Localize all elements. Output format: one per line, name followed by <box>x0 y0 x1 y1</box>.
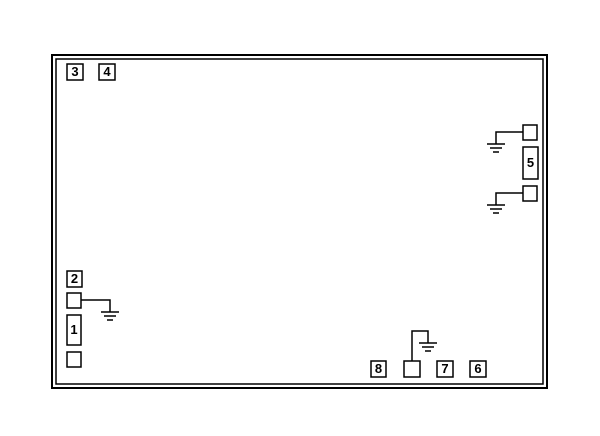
pin-5-label: 5 <box>527 155 534 170</box>
left-ground-wire <box>81 299 111 312</box>
right-lower-ground-icon <box>487 204 505 214</box>
pin-8-pad <box>370 360 387 378</box>
right-upper-ground-icon <box>487 143 505 153</box>
right-lower-pad <box>522 185 538 202</box>
pin-4: 4 <box>98 63 116 81</box>
pin-7-pad <box>436 360 454 378</box>
pin-6: 6 <box>469 360 487 378</box>
pin-7-label: 7 <box>441 361 448 376</box>
pin-2: 2 <box>66 270 83 288</box>
pin-8: 8 <box>370 360 387 378</box>
pin-6-pad <box>469 360 487 378</box>
pin-5: 5 <box>522 146 539 180</box>
pin-2-label: 2 <box>71 271 78 286</box>
right-upper-pad <box>522 124 538 141</box>
left-upper-pad <box>66 292 82 309</box>
left-lower-pad <box>66 351 82 368</box>
pin-3: 3 <box>66 63 84 81</box>
pin-5-pad <box>522 146 539 180</box>
pin-7: 7 <box>436 360 454 378</box>
pin-2-pad <box>66 270 83 288</box>
pin-6-label: 6 <box>474 361 481 376</box>
pin-3-pad <box>66 63 84 81</box>
pin-4-label: 4 <box>103 64 111 79</box>
pin-1: 1 <box>66 314 82 346</box>
left-ground-icon <box>101 311 119 321</box>
pin-4-pad <box>98 63 116 81</box>
right-upper-ground-wire <box>495 131 523 144</box>
package-inner-border <box>55 58 544 385</box>
right-lower-ground-wire <box>495 192 523 205</box>
pin-1-pad <box>66 314 82 346</box>
pin-3-label: 3 <box>71 64 78 79</box>
pin-1-label: 1 <box>70 322 77 337</box>
pin-8-label: 8 <box>375 361 382 376</box>
bottom-ground-wire <box>411 330 429 361</box>
package-outer-border <box>51 54 548 389</box>
bottom-grounded-pad <box>403 360 421 378</box>
bottom-ground-icon <box>419 342 437 352</box>
